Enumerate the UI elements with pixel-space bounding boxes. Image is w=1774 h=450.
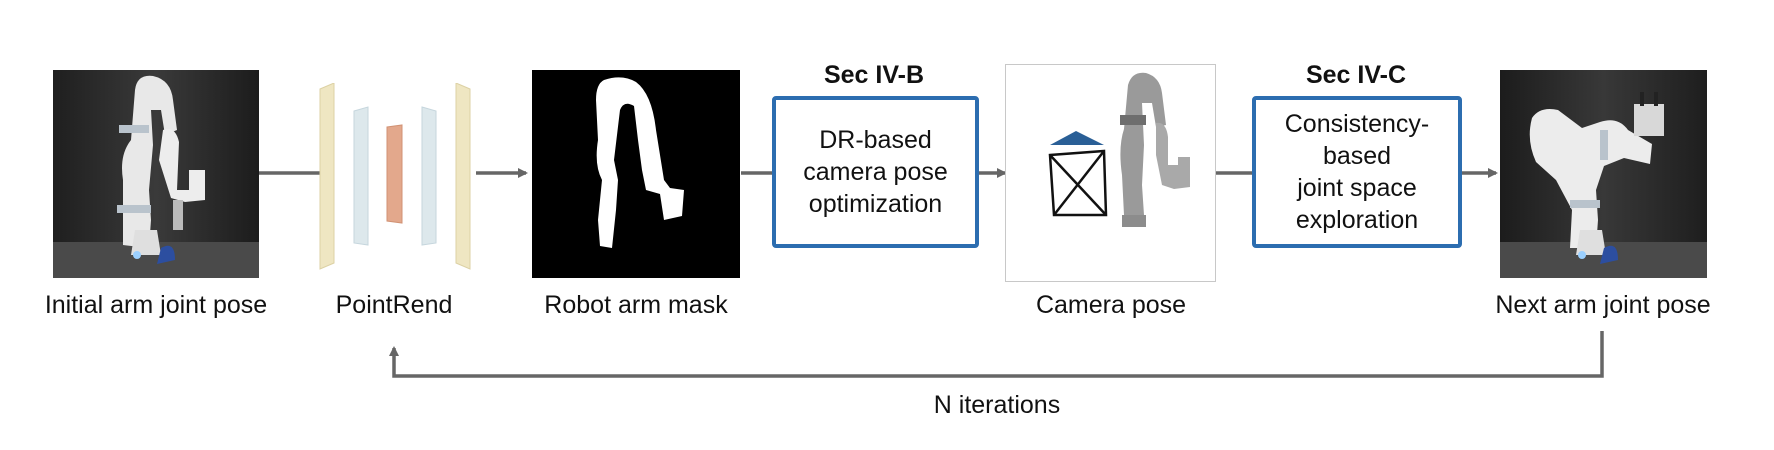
robot-arm-image — [53, 70, 259, 278]
robot-arm-mask-image — [532, 70, 740, 278]
mask-label: Robot arm mask — [544, 291, 728, 319]
pointrend-layer-hidden-2 — [421, 106, 437, 246]
pointrend-layer-hidden-1 — [353, 106, 369, 246]
camera-pose-panel — [1005, 64, 1216, 282]
camera-pose-render — [1048, 72, 1190, 227]
section-title-exploration: Sec IV-C — [1305, 61, 1407, 89]
pointrend-network-icon — [319, 83, 471, 270]
pointrend-layer-output — [455, 83, 471, 270]
pointrend-label: PointRend — [335, 291, 453, 319]
camera-roof-icon — [1050, 131, 1104, 145]
joint-space-exploration-text: Consistency- based joint space explorati… — [1284, 110, 1430, 234]
robot-arm-next-image — [1500, 70, 1707, 278]
iterations-label: N iterations — [933, 391, 1061, 419]
mask-silhouette — [596, 77, 684, 248]
next-pose-label: Next arm joint pose — [1495, 291, 1711, 319]
joint-space-exploration-box: Consistency- based joint space explorati… — [1252, 96, 1462, 248]
pointrend-layer-center — [386, 124, 403, 224]
camera-frustum-icon — [1048, 149, 1108, 217]
camera-pose-optimization-text: DR-based camera pose optimization — [803, 126, 948, 218]
camera-pose-label: Camera pose — [1035, 291, 1187, 319]
loop-arrow — [389, 331, 1604, 378]
initial-arm-photo — [53, 70, 259, 278]
camera-pose-optimization-box: DR-based camera pose optimization — [772, 96, 979, 248]
initial-pose-label: Initial arm joint pose — [44, 291, 268, 319]
next-arm-photo — [1500, 70, 1707, 278]
pointrend-layer-input — [319, 83, 335, 270]
section-title-camera-opt: Sec IV-B — [823, 61, 925, 89]
rendered-arm-icon — [1120, 72, 1190, 227]
